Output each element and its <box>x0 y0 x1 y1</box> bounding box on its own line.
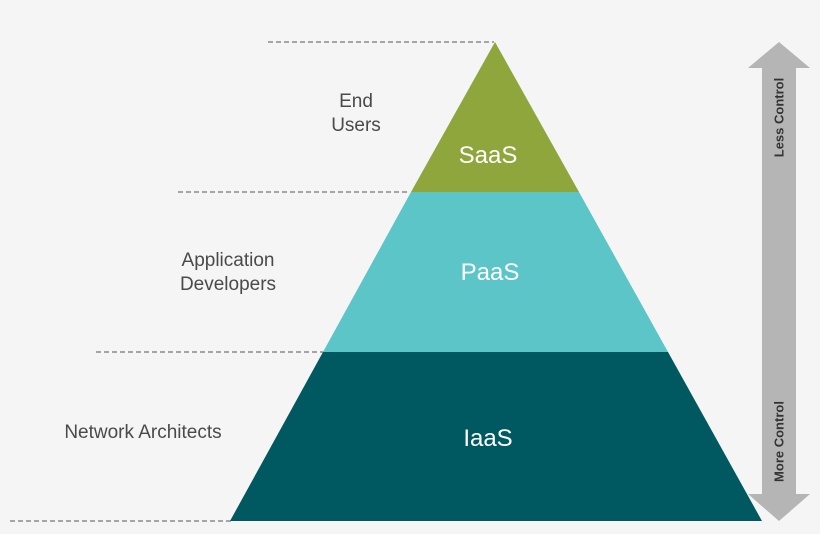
paas-label: PaaS <box>460 259 520 286</box>
control-arrow <box>748 42 810 521</box>
paas-layer <box>323 192 668 352</box>
application-developers-label: Application Developers <box>179 250 277 295</box>
network-architects-label: Network Architects <box>64 422 222 443</box>
less-control-label: Less Control <box>771 77 787 158</box>
saas-label: SaaS <box>458 142 518 169</box>
end-users-label: End Users <box>331 91 381 136</box>
iaas-layer <box>230 352 762 521</box>
more-control-label: More Control <box>771 401 787 482</box>
iaas-label: IaaS <box>463 425 513 452</box>
saas-layer <box>411 42 579 192</box>
